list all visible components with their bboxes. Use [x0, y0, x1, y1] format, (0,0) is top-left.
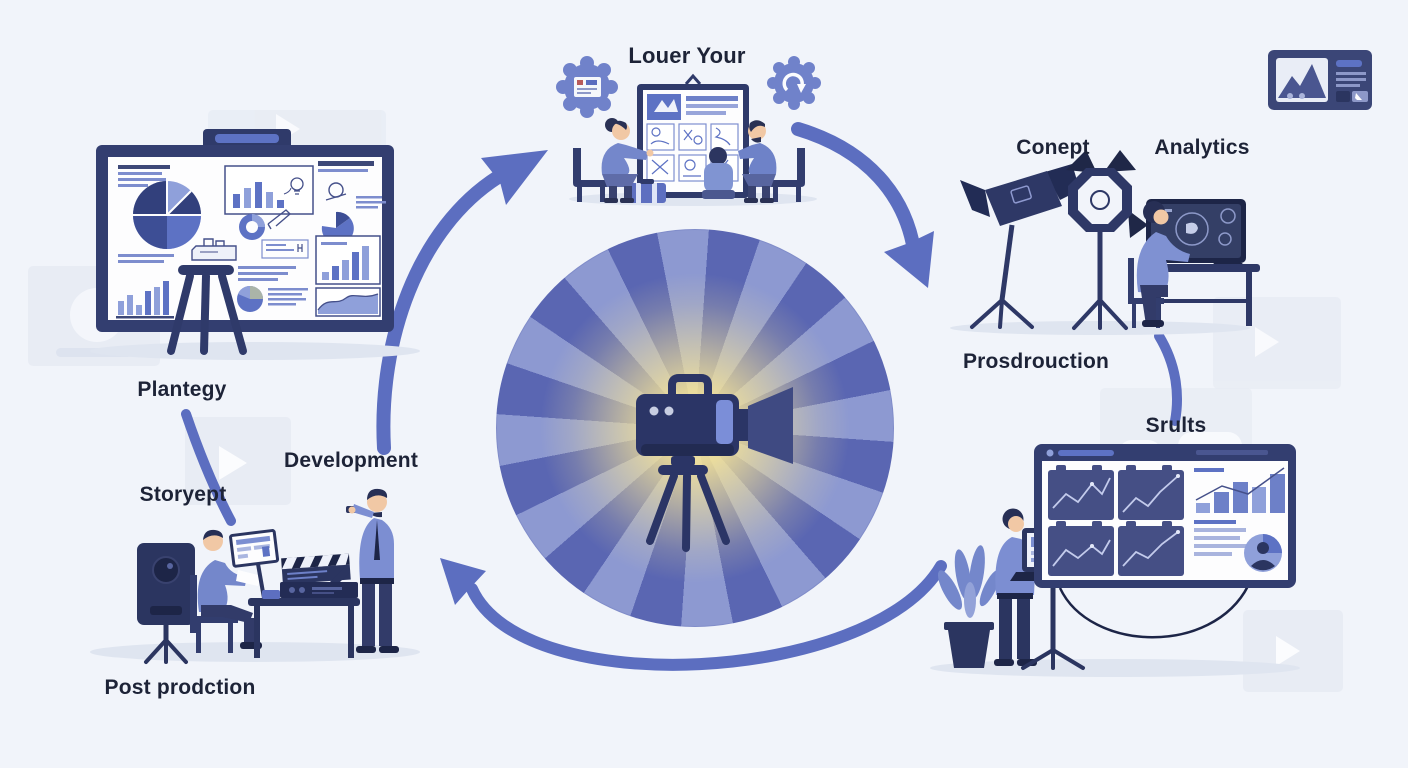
camera-side-window	[716, 400, 733, 444]
person-editor-seated	[190, 529, 262, 653]
bar-chart-panel	[224, 165, 314, 215]
person-woman-left	[573, 118, 654, 203]
arrow-production-to-results	[1154, 331, 1182, 426]
label-concept: Conept	[1016, 136, 1090, 159]
arrowhead-down-right	[884, 231, 934, 288]
person-man-right	[738, 120, 805, 203]
arrow-heads	[440, 150, 934, 605]
person-kid-center	[702, 147, 735, 199]
pie-chart	[133, 181, 201, 249]
scene-postproduction	[90, 488, 420, 664]
label-production: Prosdrouction	[962, 350, 1110, 373]
label-storyboard: Louer Your	[628, 43, 746, 68]
person-presenter-standing	[994, 508, 1056, 666]
cooler-box	[628, 179, 666, 203]
arrow-storyboard-to-concept	[791, 122, 921, 257]
label-postproduction: Post prodction	[104, 676, 256, 699]
camera-lens-cone	[748, 387, 793, 464]
video-page-card-icon	[1268, 50, 1372, 110]
studio-light-softbox	[960, 164, 1080, 329]
play-triangle-icon	[1255, 327, 1279, 357]
scene-strategy-board	[90, 129, 420, 360]
gear-browser-icon	[556, 56, 618, 118]
camera-body	[636, 394, 739, 456]
ground-shadow	[930, 659, 1300, 677]
studio-speaker	[137, 543, 195, 664]
play-thumbnail-right-middle	[1213, 297, 1341, 389]
camera-light-dot	[664, 406, 674, 416]
studio-light-octagon	[1066, 150, 1148, 330]
label-strategy: Plantegy	[137, 378, 227, 401]
lens-connector	[737, 409, 749, 441]
audience-avatar-chart	[1244, 534, 1282, 572]
camera-body-shadow	[641, 444, 734, 456]
machine-doodle	[191, 238, 237, 261]
scene-concept-analytics	[950, 150, 1260, 335]
label-development: Development	[283, 449, 419, 472]
person-director-standing	[346, 488, 399, 653]
person-analyst	[1128, 201, 1190, 328]
editing-desk	[248, 598, 360, 658]
donut-chart	[239, 214, 265, 240]
editing-monitor	[229, 529, 280, 599]
tripod-neck	[671, 456, 695, 466]
label-results: Srults	[1145, 414, 1207, 437]
play-triangle-icon	[1276, 636, 1300, 666]
play-thumbnail-bottom-right	[1243, 610, 1343, 692]
note-doodle	[261, 239, 309, 259]
arrow-development-to-storyboard	[376, 170, 505, 455]
tripod-mount	[658, 465, 708, 475]
camera-handle	[668, 374, 712, 394]
growth-bar-chart	[315, 235, 381, 285]
dashboard-bar-chart	[1194, 467, 1285, 513]
cable	[1058, 585, 1250, 639]
dashboard-text-lines	[1194, 520, 1248, 556]
board-stool	[167, 265, 247, 355]
results-dashboard-screen	[1034, 444, 1296, 588]
camera-light-dot	[649, 406, 659, 416]
arrowhead-up-right	[481, 150, 548, 205]
scene-results-dashboard	[930, 444, 1300, 677]
bar-chart-small	[116, 281, 174, 319]
tripod-legs	[646, 472, 730, 552]
ground-shadow	[90, 342, 420, 360]
plant	[937, 545, 1001, 668]
camera-group	[636, 374, 793, 552]
arrow-strokes	[181, 122, 1182, 671]
area-chart	[315, 287, 381, 317]
board-charts	[116, 161, 386, 319]
pencil-doodle	[267, 209, 292, 230]
line-chart-panels	[1048, 465, 1184, 576]
board-clip-inner	[215, 134, 279, 143]
label-script: Storyept	[139, 483, 227, 506]
board-hanger	[684, 73, 702, 85]
play-triangle-icon	[219, 446, 247, 480]
arrowhead-up-left	[440, 558, 486, 605]
scene-storyboard-meeting	[556, 56, 821, 206]
arrow-strategy-to-postproduction	[181, 409, 236, 526]
gear-refresh-icon	[767, 56, 821, 110]
small-pie-chart	[237, 286, 308, 312]
arrow-results-to-postproduction	[466, 560, 947, 671]
label-analytics: Analytics	[1154, 136, 1250, 159]
editing-machine	[262, 568, 358, 599]
